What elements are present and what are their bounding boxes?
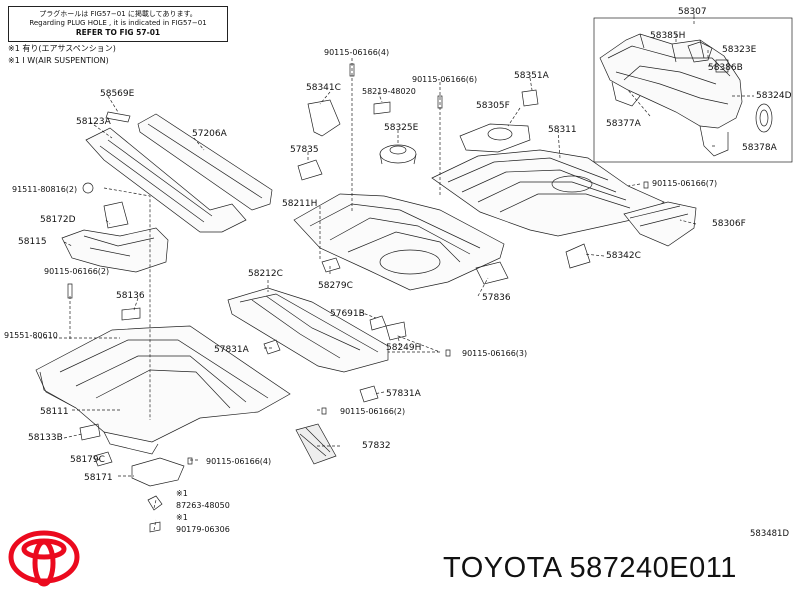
label-58342C: 58342C	[606, 251, 641, 261]
label-58306F: 58306F	[712, 219, 746, 229]
label-90115-4a: 90115-06166(4)	[324, 48, 389, 57]
label-58136: 58136	[116, 291, 145, 301]
label-57831A-2: 57831A	[386, 389, 422, 399]
mark-star-1: ※1	[176, 489, 188, 498]
label-58386B: 58386B	[708, 63, 743, 73]
label-57832: 57832	[362, 441, 391, 451]
label-58172D: 58172D	[40, 215, 76, 225]
toyota-logo-icon	[8, 530, 80, 587]
inset-box	[593, 17, 793, 163]
label-58212C: 58212C	[248, 269, 283, 279]
label-90115-2b: 90115-06166(2)	[340, 407, 405, 416]
label-58115: 58115	[18, 237, 47, 247]
label-58341C: 58341C	[306, 83, 341, 93]
label-58219: 58219-48020	[362, 87, 416, 96]
note-line-jp: プラグホールは FIG57−01 に掲載してあります。	[39, 10, 197, 18]
center-floor-58212C	[227, 287, 407, 465]
label-58351A: 58351A	[514, 71, 550, 81]
label-58311: 58311	[548, 125, 577, 135]
label-58385H: 58385H	[650, 31, 685, 41]
label-58307: 58307	[678, 7, 707, 17]
label-90115-4b: 90115-06166(4)	[206, 457, 271, 466]
label-57206A: 57206A	[192, 129, 228, 139]
label-58378A: 58378A	[742, 143, 778, 153]
rear-floor-58311	[431, 89, 697, 269]
label-58377A: 58377A	[606, 119, 642, 129]
label-58569E: 58569E	[100, 89, 135, 99]
mark-star-2: ※1	[176, 513, 188, 522]
label-91511: 91511-80816(2)	[12, 185, 77, 194]
label-58179C: 58179C	[70, 455, 105, 465]
label-87263: 87263-48050	[176, 501, 230, 510]
label-58279C: 58279C	[318, 281, 353, 291]
brand-part-number: TOYOTA 587240E011	[443, 552, 737, 584]
label-58171: 58171	[84, 473, 113, 483]
label-58211H: 58211H	[282, 199, 317, 209]
leader-lines	[34, 18, 754, 531]
label-90179: 90179-06306	[176, 525, 230, 534]
label-91551: 91551-80610	[4, 331, 58, 340]
label-57836: 57836	[482, 293, 511, 303]
note-line-en: Regarding PLUG HOLE , it is indicated in…	[29, 19, 207, 27]
label-58123A: 58123A	[76, 117, 112, 127]
label-90115-2a: 90115-06166(2)	[44, 267, 109, 276]
label-57691B: 57691B	[330, 309, 365, 319]
rear-panel-58307	[599, 33, 773, 157]
label-90115-6: 90115-06166(6)	[412, 75, 477, 84]
legend-line-en: ※1 I W(AIR SUSPENTION)	[8, 56, 109, 65]
label-58325E: 58325E	[384, 123, 419, 133]
label-58133B: 58133B	[28, 433, 63, 443]
front-floor-58111	[35, 307, 291, 487]
side-rails	[85, 111, 273, 233]
label-57835: 57835	[290, 145, 319, 155]
label-58249H: 58249H	[386, 343, 421, 353]
label-58111: 58111	[40, 407, 69, 417]
middle-floor-58211H	[293, 99, 509, 291]
label-57831A-1: 57831A	[214, 345, 250, 355]
label-90115-3: 90115-06166(3)	[462, 349, 527, 358]
note-reference: REFER TO FIG 57-01	[75, 28, 161, 37]
diagram-code: 583481D	[750, 529, 789, 539]
label-58323E: 58323E	[722, 45, 757, 55]
label-58324D: 58324D	[756, 91, 792, 101]
label-58305F: 58305F	[476, 101, 510, 111]
note-box: プラグホールは FIG57−01 に掲載してあります。 Regarding PL…	[8, 6, 228, 42]
legend-line-jp: ※1 有り(エアサスペンション)	[8, 44, 116, 53]
fasteners	[67, 63, 649, 533]
label-90115-7: 90115-06166(7)	[652, 179, 717, 188]
